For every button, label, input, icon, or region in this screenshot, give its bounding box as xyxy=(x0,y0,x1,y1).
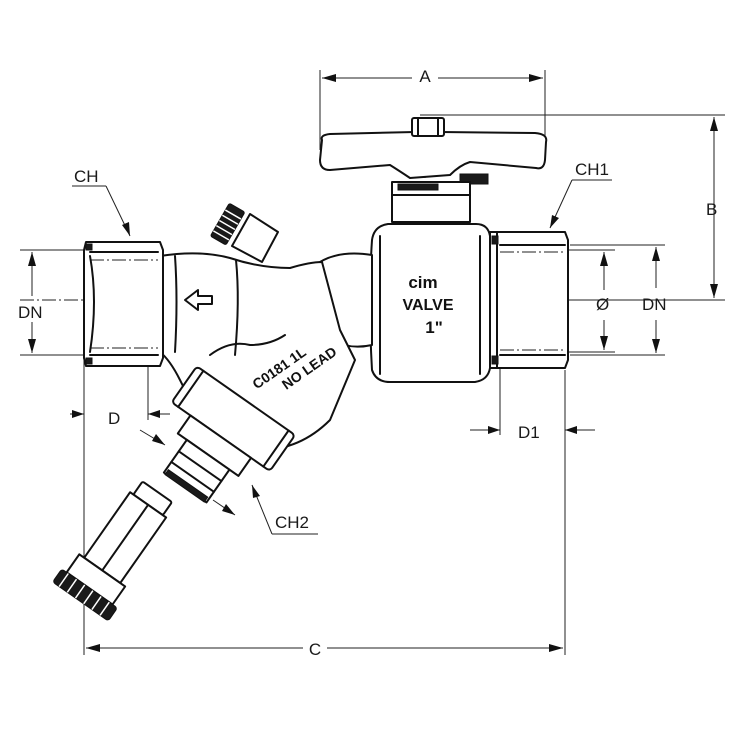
ball-valve-body: cim VALVE 1" xyxy=(369,223,491,383)
left-threaded-end xyxy=(83,241,164,367)
strainer-cap xyxy=(162,366,295,504)
dimension-b: B xyxy=(706,117,718,298)
right-threaded-end xyxy=(489,231,569,369)
dim-dn-right-label: DN xyxy=(642,295,667,314)
dim-d1-label: D1 xyxy=(518,423,540,442)
dim-c-label: C xyxy=(309,640,321,659)
dimension-d: D xyxy=(70,409,170,446)
dim-dn-left-label: DN xyxy=(18,303,43,322)
leader-ch1: CH1 xyxy=(549,160,612,229)
body-brand: cim xyxy=(408,273,437,292)
dimension-a: A xyxy=(322,62,543,86)
dimension-diameter: Ø xyxy=(596,252,609,350)
dim-diameter-label: Ø xyxy=(596,295,609,314)
ch-label: CH xyxy=(74,167,99,186)
strainer-screen xyxy=(53,481,173,621)
dimension-c: C xyxy=(86,636,563,659)
dimension-dn-right: DN xyxy=(642,247,667,353)
ch1-label: CH1 xyxy=(575,160,609,179)
body-valve: VALVE xyxy=(403,297,454,314)
dimension-d1: D1 xyxy=(470,423,595,442)
leader-ch: CH xyxy=(72,167,131,237)
body-size: 1" xyxy=(425,318,443,337)
flow-arrow-icon xyxy=(184,289,213,311)
leader-ch2: CH2 xyxy=(251,484,318,535)
butterfly-handle xyxy=(319,117,548,223)
dim-a-label: A xyxy=(419,67,431,86)
ch2-label: CH2 xyxy=(275,513,309,532)
dim-b-label: B xyxy=(706,200,717,219)
dimension-dn-left: DN xyxy=(18,252,43,353)
dim-d-label: D xyxy=(108,409,120,428)
drain-plug xyxy=(210,203,279,263)
